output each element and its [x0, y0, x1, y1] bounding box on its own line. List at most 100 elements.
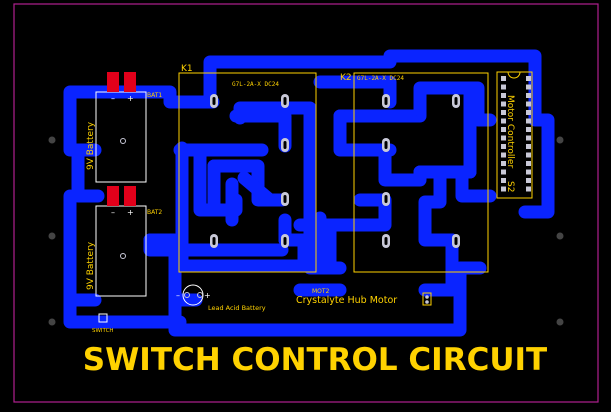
pad-hole: [212, 237, 216, 245]
header-pin: [501, 101, 506, 107]
battery-1-ref: BAT1: [147, 92, 162, 99]
relay-k2: K2 G7L-2A-X DC24: [340, 72, 489, 273]
header-pin: [501, 152, 506, 158]
pad-hole: [384, 141, 388, 149]
header-pin: [501, 144, 506, 149]
battery-1-pos-terminal: [124, 72, 136, 92]
header-pin: [526, 101, 531, 107]
motor-pin: [425, 295, 429, 299]
header-pin: [526, 93, 531, 98]
mounting-holes: [48, 136, 564, 326]
header-pin: [501, 93, 506, 98]
board-outline: [13, 3, 599, 403]
pad-hole: [384, 195, 388, 203]
battery-2-label: 9V Battery: [86, 241, 96, 290]
header-pin: [501, 118, 506, 124]
header-pin: [526, 186, 531, 192]
trace: [143, 233, 203, 307]
trace: [418, 223, 459, 247]
motor-pin: [425, 300, 429, 304]
relay-k1-ref: K1: [181, 64, 193, 74]
motor-connector: [422, 292, 432, 306]
pad-hole: [283, 237, 287, 245]
battery-1-label: 9V Battery: [86, 121, 96, 170]
battery-2-neg-sign: –: [111, 208, 115, 217]
battery-2-pos-sign: +: [127, 208, 134, 217]
trace: [418, 165, 477, 237]
header-pin: [501, 178, 506, 183]
trace: [293, 193, 392, 232]
header-pin: [501, 84, 506, 90]
battery-1-pos-sign: +: [127, 94, 134, 103]
motor-controller-label: Motor Controller: [505, 95, 515, 168]
mounting-hole: [48, 232, 56, 240]
mounting-hole: [556, 232, 564, 240]
header-pin: [526, 161, 531, 166]
trace: [143, 233, 247, 257]
header-pin: [501, 169, 506, 175]
trace: [63, 293, 110, 329]
trace: [313, 75, 397, 109]
mounting-hole: [48, 318, 56, 326]
relay-pad-holes: [212, 97, 458, 245]
header-pin: [526, 144, 531, 149]
relay-k2-ref: K2: [340, 73, 352, 83]
trace: [333, 109, 397, 157]
header-pin: [501, 110, 506, 115]
pad-hole: [283, 141, 287, 149]
lead-acid-pos-sign: +: [204, 291, 211, 300]
mounting-hole: [48, 136, 56, 144]
header-pin: [526, 127, 531, 132]
relay-pads: [210, 94, 460, 248]
motor-controller-outline: [496, 71, 533, 199]
lead-acid-pad: [184, 292, 190, 298]
relay-k1-part: G7L-2A-X DC24: [232, 81, 279, 88]
header-pin: [526, 178, 531, 183]
pad-hole: [384, 97, 388, 105]
mounting-hole: [556, 136, 564, 144]
header-pin: [526, 118, 531, 124]
motor-controller-notch: [507, 71, 521, 79]
trace: [229, 109, 292, 153]
pad-hole: [454, 237, 458, 245]
relay-k2-part: G7L-2A-X DC24: [357, 75, 404, 82]
battery-2-center-pad: [120, 253, 126, 259]
motor-controller-pins: [501, 76, 531, 192]
battery-1: – + BAT1 9V Battery: [86, 72, 162, 183]
motor-controller-ref: S2: [505, 181, 515, 192]
relay-k2-outline: [353, 72, 489, 273]
trace: [333, 103, 427, 123]
trace: [203, 49, 542, 109]
trace: [413, 81, 497, 127]
lead-acid-label: Lead Acid Battery: [208, 304, 266, 312]
battery-1-neg-sign: –: [111, 94, 115, 103]
battery-1-center-pad: [120, 138, 126, 144]
header-pin: [501, 135, 506, 141]
battery-1-body: [95, 91, 147, 183]
hub-motor: MOT2 Crystalyte Hub Motor: [296, 288, 432, 306]
copper-traces: [63, 49, 555, 337]
lead-acid-neg-sign: –: [176, 291, 180, 300]
trace: [518, 58, 555, 219]
header-pin: [501, 186, 506, 192]
header-pin: [526, 135, 531, 141]
battery-2-neg-terminal: [107, 186, 119, 206]
header-pin: [501, 161, 506, 166]
pad-hole: [283, 195, 287, 203]
trace: [168, 261, 487, 337]
pad-hole: [212, 97, 216, 105]
relay-k1-outline: [178, 72, 317, 273]
pad-hole: [454, 97, 458, 105]
trace: [237, 171, 277, 207]
motor-ref: MOT2: [312, 288, 330, 295]
battery-2-body: [95, 205, 147, 297]
battery-2: – + BAT2 9V Battery: [86, 186, 162, 297]
relay-k1: K1 G7L-2A-X DC24: [178, 64, 317, 273]
header-pin: [526, 169, 531, 175]
switch: SWITCH: [92, 313, 114, 334]
header-pin: [526, 110, 531, 115]
switch-label: SWITCH: [92, 328, 114, 334]
header-pin: [526, 152, 531, 158]
